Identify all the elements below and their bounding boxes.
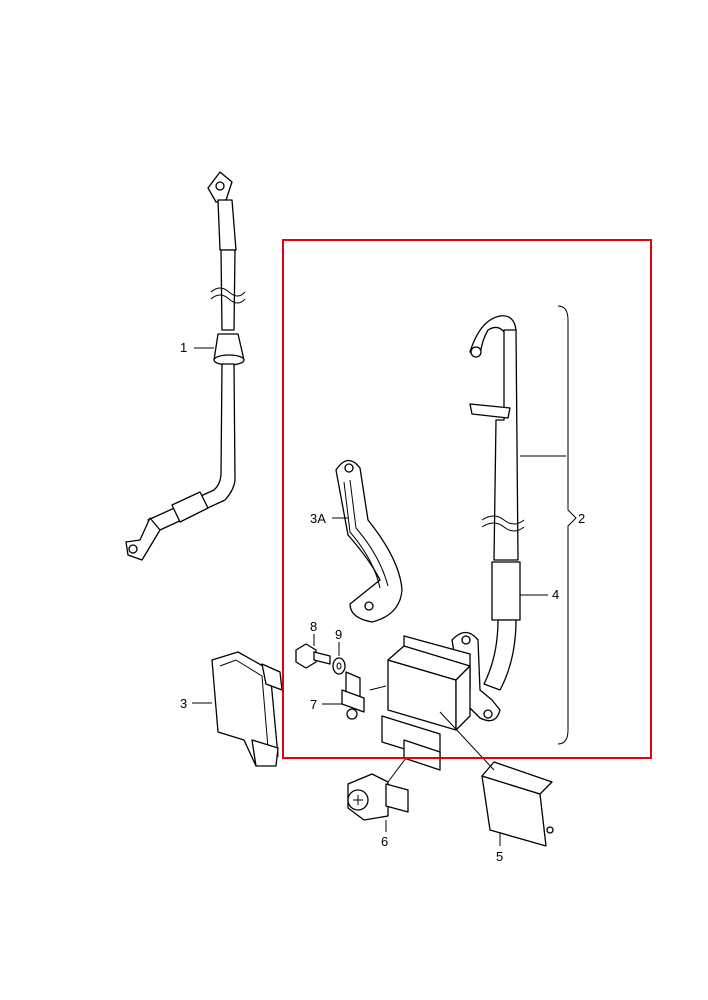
label-2: 2 bbox=[578, 511, 585, 526]
label-3a: 3A bbox=[310, 511, 326, 526]
leader-7b bbox=[369, 685, 387, 691]
leader-5b bbox=[439, 711, 495, 771]
part-3a-bracket[interactable] bbox=[335, 459, 403, 623]
bracket-2 bbox=[557, 305, 577, 745]
label-5: 5 bbox=[496, 849, 503, 864]
label-6: 6 bbox=[381, 834, 388, 849]
part-6-connector[interactable] bbox=[347, 773, 409, 821]
highlight-box bbox=[282, 239, 652, 759]
label-8: 8 bbox=[310, 619, 317, 634]
part-3-cover[interactable] bbox=[211, 651, 283, 767]
leader-6b bbox=[387, 757, 407, 783]
part-5-cover[interactable] bbox=[481, 761, 554, 847]
label-9: 9 bbox=[335, 627, 342, 642]
part-7-fuse[interactable] bbox=[341, 671, 365, 720]
part-1-cable[interactable] bbox=[125, 171, 246, 561]
part-9-washer[interactable] bbox=[332, 657, 346, 675]
label-1: 1 bbox=[180, 340, 187, 355]
fuse-box-assembly[interactable] bbox=[381, 631, 501, 771]
part-8-bolt[interactable] bbox=[295, 643, 331, 669]
label-3: 3 bbox=[180, 696, 187, 711]
label-7: 7 bbox=[310, 697, 317, 712]
label-4: 4 bbox=[552, 587, 559, 602]
part-2-cable[interactable] bbox=[469, 315, 525, 691]
